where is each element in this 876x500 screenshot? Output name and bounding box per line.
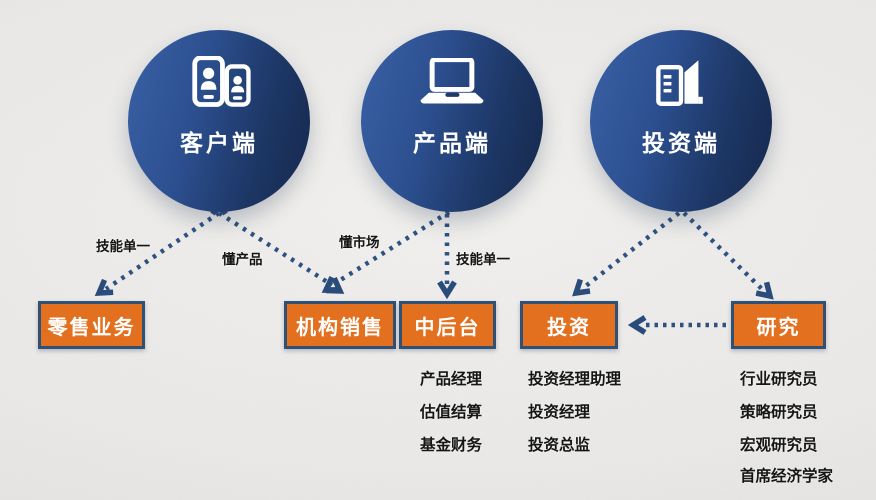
role-item: 投资经理助理	[528, 370, 622, 388]
node-investside-label: 投资端	[642, 131, 720, 157]
edge-label-knows-market: 懂市场	[339, 235, 380, 251]
node-client-label: 客户端	[180, 131, 258, 157]
node-client: 客户端	[128, 30, 310, 212]
edge-label-skill-single-1: 技能单一	[96, 239, 150, 255]
buildings-icon	[652, 56, 710, 108]
dual-phones-users-icon	[186, 56, 252, 108]
node-product-label: 产品端	[413, 131, 491, 157]
arrowhead-research-to-invest	[627, 315, 647, 335]
arrow-client-to-institutional	[217, 211, 334, 287]
arrowhead-retail	[94, 278, 114, 296]
role-item: 估值结算	[420, 403, 483, 421]
role-item: 产品经理	[420, 370, 483, 388]
arrow-investside-to-research	[682, 211, 766, 293]
node-investside: 投资端	[590, 30, 772, 212]
arrowhead-invest	[572, 278, 591, 297]
role-item: 投资经理	[528, 403, 591, 421]
box-investment: 投资	[520, 301, 618, 349]
box-institutional-sales: 机构销售	[284, 301, 396, 349]
arrowhead-research	[755, 281, 774, 300]
role-item: 基金财务	[420, 436, 483, 454]
arrow-product-to-institutional	[332, 210, 451, 286]
arrow-investside-to-invest	[580, 211, 681, 291]
box-research: 研究	[731, 301, 826, 349]
role-item: 策略研究员	[740, 403, 818, 421]
arrowhead-middleoffice	[437, 280, 457, 300]
arrowhead-institutional-2	[321, 276, 341, 293]
arrow-client-to-retail	[104, 211, 221, 291]
edge-label-knows-product: 懂产品	[222, 252, 263, 268]
node-product: 产品端	[361, 30, 543, 212]
role-item: 首席经济学家	[740, 467, 834, 485]
box-retail-business: 零售业务	[38, 301, 145, 349]
role-item: 投资总监	[528, 436, 591, 454]
role-item: 宏观研究员	[740, 436, 818, 454]
role-item: 行业研究员	[740, 370, 818, 388]
box-middle-back-office: 中后台	[399, 301, 496, 349]
laptop-icon	[417, 56, 487, 108]
edge-label-skill-single-2: 技能单一	[456, 252, 510, 268]
